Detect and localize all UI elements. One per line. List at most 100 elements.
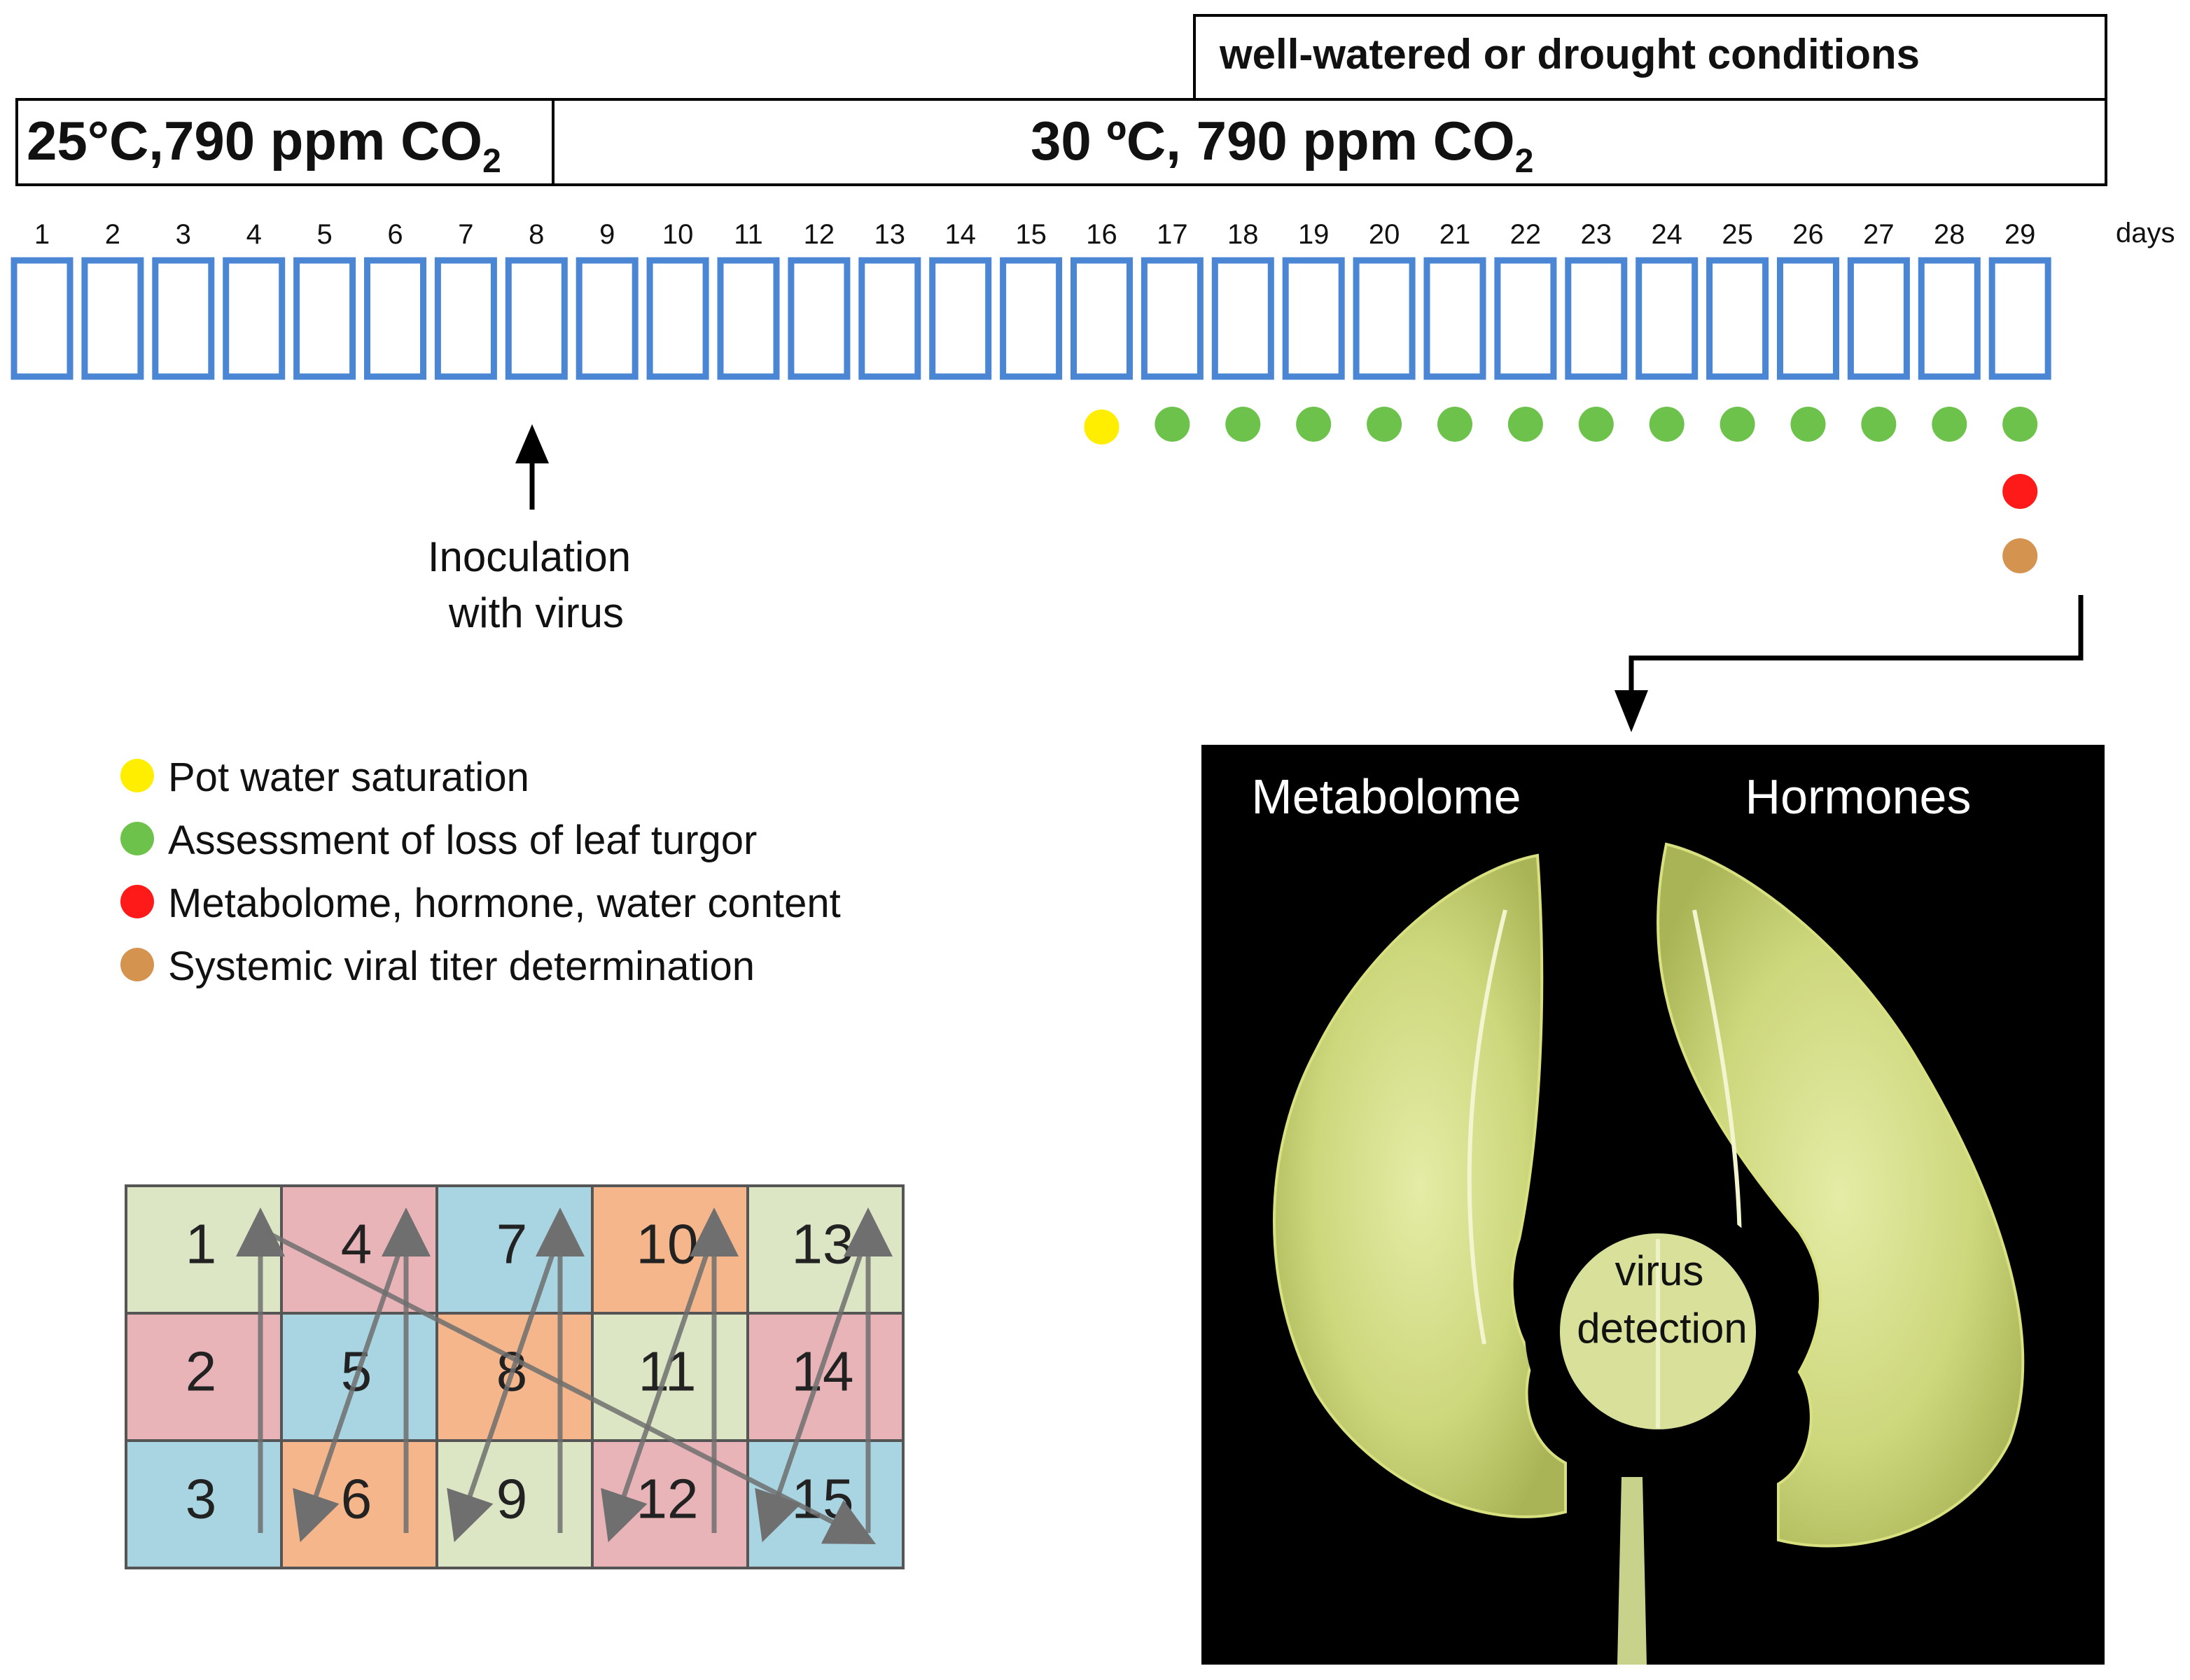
legend-label: Pot water saturation <box>168 755 529 800</box>
day-box <box>1777 257 1839 380</box>
marker-leaf-turgor <box>1578 407 1614 442</box>
day-box <box>364 257 426 380</box>
marker-leaf-turgor <box>1507 407 1543 442</box>
conditions-header: well-watered or drought conditions 25°C,… <box>15 14 2107 186</box>
leaf-right-half <box>1657 842 2025 1548</box>
sampling-order-arrow <box>755 1231 871 1543</box>
day-box <box>293 257 356 380</box>
sampling-connector-arrow <box>1614 595 2084 732</box>
marker-leaf-turgor <box>1720 407 1755 442</box>
day-label: 13 <box>874 219 906 250</box>
day-box <box>1918 257 1981 380</box>
hormones-label: Hormones <box>1745 769 1972 824</box>
day-box <box>1847 257 1910 380</box>
inoculation-line1: Inoculation <box>428 533 631 580</box>
day-box <box>1565 257 1628 380</box>
legend-label: Metabolome, hormone, water content <box>168 881 841 926</box>
grid-cell-number: 13 <box>792 1213 854 1275</box>
day-label: 23 <box>1581 219 1612 250</box>
day-box <box>1635 257 1699 380</box>
day-label: 10 <box>662 219 694 250</box>
day-box <box>1211 257 1274 380</box>
grid-cell-number: 1 <box>186 1213 217 1275</box>
day-label: 12 <box>804 219 835 250</box>
marker-leaf-turgor <box>1861 407 1897 442</box>
day-box <box>646 257 709 380</box>
grid-cell-number: 2 <box>186 1340 217 1403</box>
day-box <box>1353 257 1416 380</box>
grid-cell-number: 4 <box>341 1213 372 1275</box>
leaf-stem <box>1617 1477 1647 1665</box>
leaf-left-half <box>1273 853 1567 1518</box>
marker-leaf-turgor <box>1225 407 1261 442</box>
day-box <box>1141 257 1204 380</box>
marker-viral-titer <box>2002 538 2038 573</box>
grid-cell-number: 7 <box>496 1213 528 1275</box>
day-box <box>81 257 144 380</box>
measurement-markers <box>1084 407 2038 573</box>
connector-line <box>1628 595 2084 693</box>
day-label: 29 <box>2004 219 2036 250</box>
day-box <box>505 257 568 380</box>
legend-label: Assessment of loss of leaf turgor <box>168 818 757 863</box>
day-box <box>1423 257 1486 380</box>
day-label: 26 <box>1792 219 1824 250</box>
day-label: 4 <box>246 219 262 250</box>
connector-arrow-head <box>1614 690 1648 732</box>
marker-leaf-turgor <box>1649 407 1685 442</box>
day-box <box>788 257 851 380</box>
grid-cell-number: 9 <box>496 1468 528 1530</box>
day-box <box>717 257 780 380</box>
virus-detection-line1: virus <box>1615 1247 1704 1294</box>
day-box <box>1494 257 1557 380</box>
day-label: 15 <box>1015 219 1047 250</box>
day-label: 14 <box>944 219 976 250</box>
marker-leaf-turgor <box>1367 407 1402 442</box>
day-label: 11 <box>734 219 763 250</box>
sampling-order-arrow <box>601 1231 717 1543</box>
day-label: 2 <box>105 219 120 250</box>
day-box <box>11 257 74 380</box>
day-label: 7 <box>458 219 473 250</box>
grid-cell-number: 15 <box>792 1468 854 1530</box>
day-label: 5 <box>316 219 332 250</box>
sampling-order-arrow <box>293 1231 409 1543</box>
virus-detection-line2: detection <box>1577 1305 1748 1352</box>
day-label: 17 <box>1157 219 1188 250</box>
phase1-condition-box <box>15 98 555 186</box>
day-label: 24 <box>1651 219 1682 250</box>
marker-metabolome-hormone-water <box>2002 474 2038 509</box>
legend-swatch <box>120 948 154 981</box>
day-box <box>1988 257 2051 380</box>
day-label: 18 <box>1227 219 1259 250</box>
day-label: 1 <box>34 219 50 250</box>
marker-leaf-turgor <box>2002 407 2038 442</box>
phase2-condition-box <box>552 98 2107 186</box>
grid-cell <box>125 1439 283 1569</box>
day-label: 3 <box>176 219 191 250</box>
day-box <box>152 257 215 380</box>
days-unit-label: days <box>2116 218 2175 248</box>
day-box <box>1706 257 1769 380</box>
day-box <box>223 257 286 380</box>
day-label: 25 <box>1722 219 1753 250</box>
grid-cell-number: 12 <box>636 1468 699 1530</box>
legend-swatch <box>120 885 154 918</box>
day-label: 20 <box>1369 219 1400 250</box>
water-condition-box <box>1193 14 2107 101</box>
phase2-condition-label: 30 ºC, 790 ppm CO2 <box>1031 110 1533 180</box>
grid-cell-number: 10 <box>636 1213 699 1275</box>
marker-leaf-turgor <box>1790 407 1826 442</box>
day-label: 9 <box>599 219 615 250</box>
legend-swatch <box>120 822 154 855</box>
water-condition-label: well-watered or drought conditions <box>1219 31 1920 78</box>
legend-label: Systemic viral titer determination <box>168 944 755 989</box>
marker-leaf-turgor <box>1932 407 1967 442</box>
metabolome-label: Metabolome <box>1251 769 1521 824</box>
day-box <box>434 257 497 380</box>
grid-cell <box>591 1312 749 1442</box>
day-box <box>576 257 639 380</box>
marker-pot-water-saturation <box>1084 410 1120 444</box>
